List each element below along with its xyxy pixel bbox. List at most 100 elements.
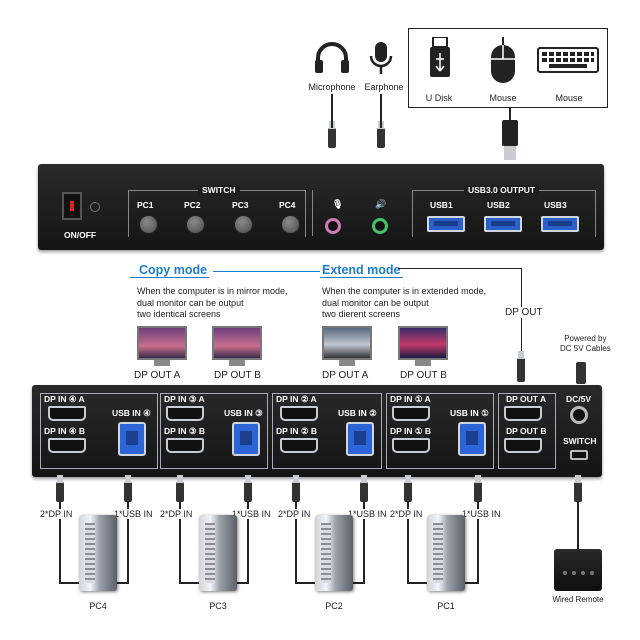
extend-dp-out-b: DP OUT B [400,370,447,381]
pc3-label: PC3 [209,601,227,611]
pc4-label: PC4 [279,200,296,210]
dp-out-a-port[interactable] [504,406,542,421]
usb-in-3-label: USB IN ③ [224,408,263,418]
pc1-label: PC1 [137,200,154,210]
dp-out-label: DP OUT [503,307,545,318]
dp-in-1b-label: DP IN ① B [390,426,431,436]
dp-out-plug [517,351,525,382]
switch-port[interactable] [570,450,588,460]
usb-in-1-label: USB IN ① [450,408,489,418]
extend-monitor-a [322,326,372,360]
dp-in-1a-label: DP IN ① A [390,394,431,404]
extend-mode-desc: When the computer is in extended mode,du… [322,286,487,319]
microphone-label: Microphone [308,82,356,92]
remote-button[interactable] [571,571,576,575]
kvm-front-panel: ON/OFF SWITCH PC1 PC2 PC3 PC4 🎙 🔊 USB3.0… [38,164,604,250]
copy-dp-out-b: DP OUT B [214,370,261,381]
mic-jack[interactable] [325,218,341,234]
usb-in-2-label: USB IN ② [338,408,377,418]
dc-port[interactable] [570,406,588,424]
pc4-button[interactable] [281,215,300,234]
input-group-3 [160,393,268,469]
usb3-port[interactable] [541,216,579,232]
extend-dp-out-a: DP OUT A [322,370,369,381]
pc3-tower [199,515,237,591]
usb-in-3-port[interactable] [232,422,260,456]
input-group-2 [272,393,382,469]
pc1-button[interactable] [139,215,158,234]
pc2-usb-in-label: 1*USB IN [348,509,387,519]
pc2-dp-in-label: 2*DP IN [278,509,311,519]
dp-in-2a-label: DP IN ② A [276,394,317,404]
pc2-button[interactable] [186,215,205,234]
wired-remote[interactable] [554,549,602,591]
dp-in-1a-port[interactable] [392,406,430,421]
audio-plug-earphone [377,121,385,148]
pc2-tower [315,515,353,591]
pc2-label: PC2 [325,601,343,611]
dp-in-4a-port[interactable] [48,406,86,421]
dp-in-3b-port[interactable] [166,438,204,453]
power-label: ON/OFF [64,230,97,240]
usb-cable-plug [502,120,518,146]
dp-in-1b-port[interactable] [392,438,430,453]
pc4-label: PC4 [89,601,107,611]
usb3-label: USB3 [544,200,567,210]
usb2-port[interactable] [484,216,522,232]
power-led [90,202,100,212]
speaker-jack-icon: 🔊 [375,199,387,209]
copy-monitor-b [212,326,262,360]
switch-title: SWITCH [198,185,240,195]
pc3-label: PC3 [232,200,249,210]
input-group-4 [40,393,158,469]
usb-in-4-port[interactable] [118,422,146,456]
dp-in-2b-port[interactable] [280,438,318,453]
keyboard-label: Mouse [555,93,583,103]
audio-plug-mic [328,121,336,148]
wired-remote-label: Wired Remote [552,595,604,604]
power-switch[interactable] [62,192,82,220]
copy-monitor-a [137,326,187,360]
dp-out-group [498,393,556,469]
dp-in-3b-label: DP IN ③ B [164,426,205,436]
mouse-icon [491,37,515,83]
earphone-jack[interactable] [372,218,388,234]
keyboard-icon [537,47,599,73]
usb1-port[interactable] [427,216,465,232]
dp-in-4b-port[interactable] [48,438,86,453]
usb-in-4-label: USB IN ④ [112,408,151,418]
u-disk-label: U Disk [425,93,453,103]
dp-in-4b-label: DP IN ④ B [44,426,85,436]
dc-label: DC/5V [566,394,592,404]
usb-drive-icon [430,37,450,77]
copy-mode-title: Copy mode [137,263,210,278]
dp-in-2a-port[interactable] [280,406,318,421]
remote-button[interactable] [562,571,567,575]
remote-button[interactable] [589,571,594,575]
input-group-1 [386,393,494,469]
dp-in-2b-label: DP IN ② B [276,426,317,436]
headphones-icon [315,42,349,73]
pc1-tower [427,515,465,591]
extend-monitor-b [398,326,448,360]
pc1-dp-in-label: 2*DP IN [390,509,423,519]
usb-in-2-port[interactable] [346,422,374,456]
pc4-dp-in-label: 2*DP IN [40,509,73,519]
pc3-dp-in-label: 2*DP IN [160,509,193,519]
dc-plug [576,362,586,384]
pc4-usb-in-label: 1*USB IN [114,509,153,519]
pc2-label: PC2 [184,200,201,210]
dp-out-b-label: DP OUT B [506,426,547,436]
usb-devices-box: U Disk Mouse Mouse [408,28,608,108]
pc3-button[interactable] [234,215,253,234]
pc3-usb-in-label: 1*USB IN [232,509,271,519]
usb-output-title: USB3.0 OUTPUT [464,185,540,195]
remote-button[interactable] [580,571,585,575]
usb1-label: USB1 [430,200,453,210]
usb-in-1-port[interactable] [458,422,486,456]
mouse-label: Mouse [489,93,517,103]
dp-out-b-port[interactable] [504,438,542,453]
dp-in-3a-port[interactable] [166,406,204,421]
pc4-tower [79,515,117,591]
